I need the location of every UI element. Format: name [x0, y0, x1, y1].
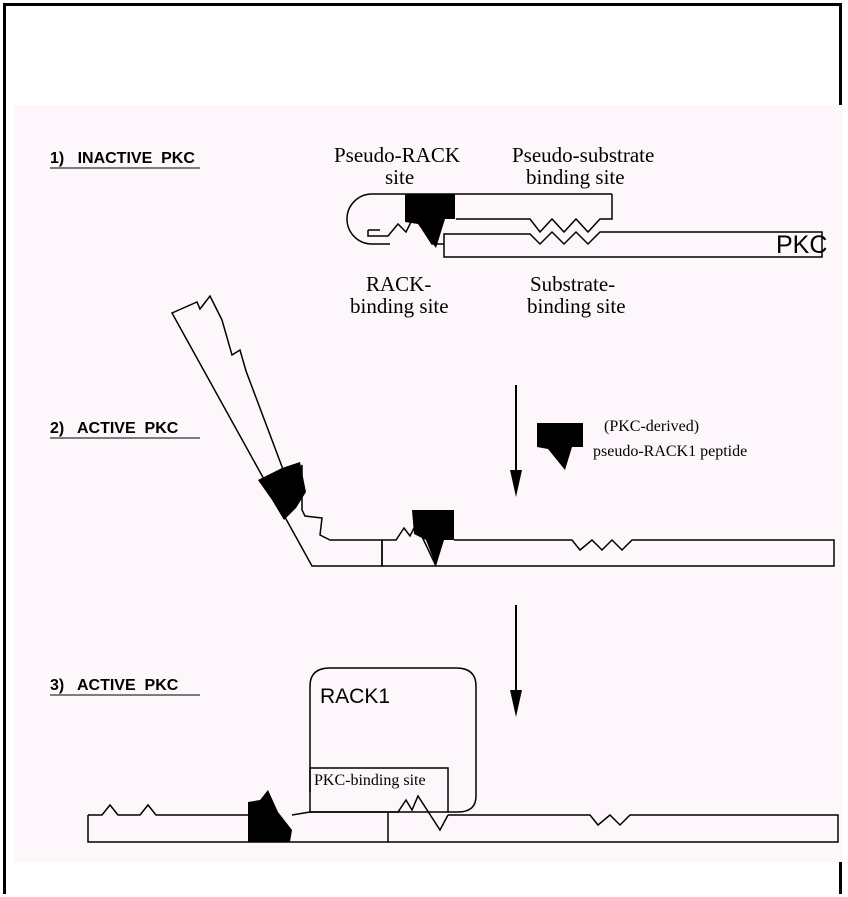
- step-1-title: 1) INACTIVE PKC: [50, 150, 195, 167]
- step-3-title: 3) ACTIVE PKC: [50, 677, 179, 694]
- rack1-label: RACK1: [320, 685, 390, 708]
- pseudo-rack-label-2: site: [385, 165, 414, 189]
- pseudo-rack-peptide-bound: [412, 510, 454, 566]
- pseudo-rack-block-arm: [258, 462, 306, 520]
- pkc-active-arm: [172, 296, 382, 566]
- step-2-title: 2) ACTIVE PKC: [50, 420, 179, 437]
- arrow-2: [510, 605, 522, 717]
- pkc-left-tail: [88, 805, 248, 815]
- pseudo-substrate-site: [456, 194, 612, 232]
- pseudo-substrate-label-2: binding site: [526, 165, 625, 189]
- pseudo-rack1-peptide: (PKC-derived) pseudo-RACK1 peptide: [537, 418, 747, 470]
- pkc-binding-site-label: PKC-binding site: [314, 772, 426, 789]
- peptide-label-2: pseudo-RACK1 peptide: [593, 443, 747, 460]
- pseudo-rack-block-3: [248, 790, 292, 842]
- peptide-shape: [537, 423, 583, 470]
- substrate-binding-label-2: binding site: [527, 294, 626, 318]
- pseudo-substrate-label-1: Pseudo-substrate: [512, 143, 654, 167]
- pkc-active-rack1-main: [88, 815, 838, 842]
- rack-binding-label-1: RACK-: [366, 272, 431, 296]
- pkc-mid-segment: [292, 812, 388, 842]
- peptide-label-1: (PKC-derived): [604, 418, 699, 435]
- rack-binding-label-2: binding site: [350, 294, 449, 318]
- rack-binding-site-3: [388, 796, 448, 830]
- step-2-group: 2) ACTIVE PKC: [50, 296, 834, 566]
- arrow-1: [510, 385, 522, 497]
- step-1-group: 1) INACTIVE PKC PKC Pseudo-RACK site Pse…: [50, 143, 827, 318]
- pseudo-rack-label-1: Pseudo-RACK: [334, 143, 460, 167]
- pkc-active-main: [382, 540, 834, 566]
- pkc-label: PKC: [776, 231, 827, 259]
- substrate-binding-label-1: Substrate-: [530, 272, 615, 296]
- step-3-group: 3) ACTIVE PKC RACK1 PKC-binding site: [50, 668, 838, 842]
